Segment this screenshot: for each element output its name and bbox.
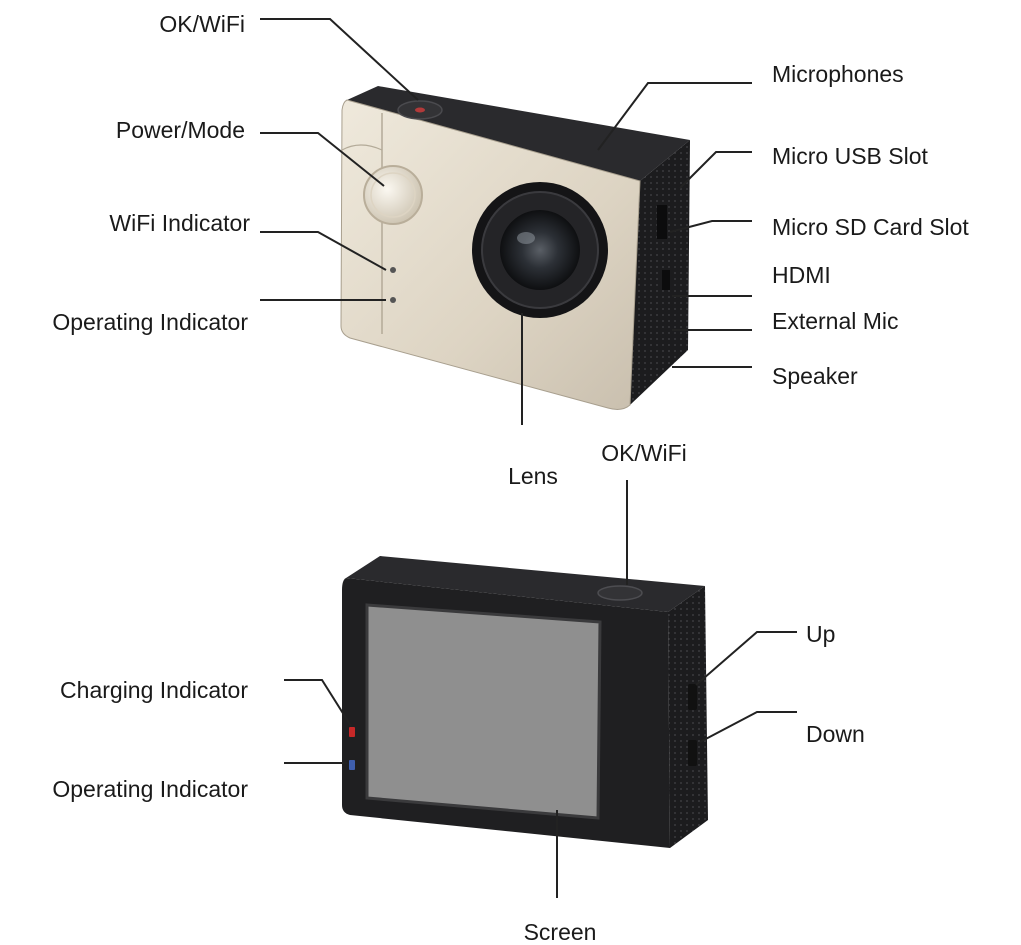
back-operating-indicator-led: [349, 760, 355, 770]
label-up: Up: [806, 621, 835, 647]
label-down: Down: [806, 721, 865, 747]
power-mode-button[interactable]: [363, 165, 423, 225]
charging-indicator-led: [349, 727, 355, 737]
back-camera-side: [668, 586, 708, 848]
label-external-mic: External Mic: [772, 308, 899, 334]
back-leader-lines: [284, 480, 797, 898]
front-leader-lines: [260, 18, 752, 425]
down-button[interactable]: [688, 740, 697, 766]
label-screen: Screen: [524, 919, 597, 945]
micro-sd-slot: [657, 205, 667, 239]
front-operating-indicator-led: [390, 297, 396, 303]
label-micro-sd-card-slot: Micro SD Card Slot: [772, 214, 969, 240]
camera-screen: [365, 603, 602, 820]
label-wifi-indicator: WiFi Indicator: [109, 210, 250, 236]
front-camera: [340, 86, 690, 410]
front-camera-side: [630, 140, 690, 405]
label-hdmi: HDMI: [772, 262, 831, 288]
up-button[interactable]: [688, 684, 697, 710]
label-microphones: Microphones: [772, 61, 904, 87]
label-ok-wifi-back: OK/WiFi: [601, 440, 687, 466]
back-camera: [342, 556, 708, 848]
label-speaker: Speaker: [772, 363, 858, 389]
label-ok-wifi-front: OK/WiFi: [159, 11, 245, 37]
label-micro-usb-slot: Micro USB Slot: [772, 143, 929, 169]
wifi-indicator-led: [390, 267, 396, 273]
label-charging-indicator: Charging Indicator: [60, 677, 248, 703]
label-operating-indicator-back: Operating Indicator: [52, 776, 248, 802]
label-power-mode: Power/Mode: [116, 117, 245, 143]
label-lens: Lens: [508, 463, 558, 489]
label-operating-indicator-front: Operating Indicator: [52, 309, 248, 335]
lens: [472, 182, 608, 318]
back-ok-wifi-button[interactable]: [597, 585, 643, 601]
hdmi-port: [662, 270, 670, 290]
